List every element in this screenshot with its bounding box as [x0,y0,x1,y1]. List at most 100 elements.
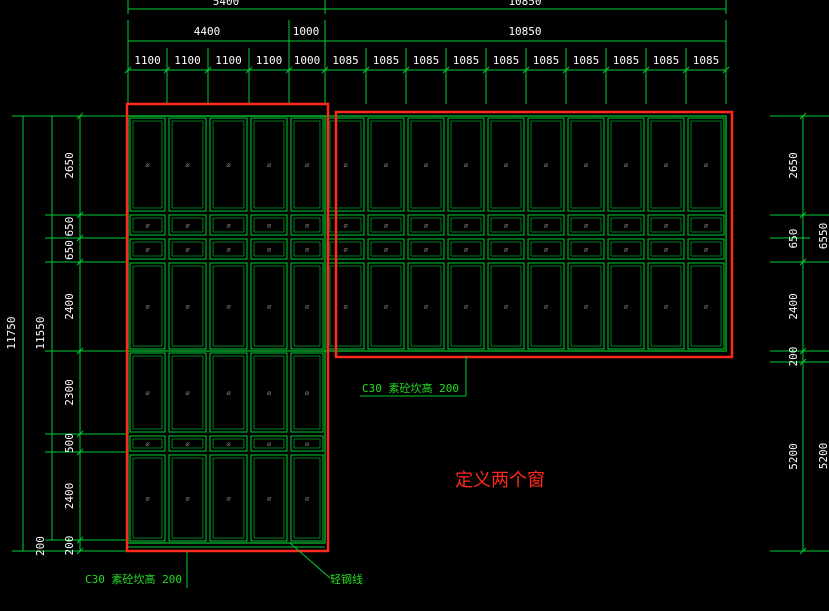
window-panel[interactable] [607,117,645,212]
window-panel[interactable] [407,214,445,236]
window-panel[interactable] [487,238,525,260]
glass-mark: ⌀ [305,222,309,230]
window-panel[interactable] [567,117,605,212]
window-glass [370,241,402,257]
window-panel[interactable] [209,238,248,260]
window-panel[interactable] [367,214,405,236]
window-glass [329,217,362,233]
window-glass [132,438,163,449]
window-panel[interactable] [290,238,324,260]
window-panel[interactable] [367,117,405,212]
window-panel[interactable] [290,262,324,350]
window-panel[interactable] [129,214,166,236]
window-panel[interactable] [209,352,248,433]
window-panel[interactable] [168,238,207,260]
window-panel[interactable] [250,352,288,433]
window-panel[interactable] [209,454,248,542]
window-panel[interactable] [168,262,207,350]
window-panel[interactable] [250,117,288,212]
glass-mark: ⌀ [384,303,388,311]
window-panel[interactable] [290,214,324,236]
window-panel[interactable] [567,214,605,236]
window-panel[interactable] [290,454,324,542]
glass-mark: ⌀ [424,162,428,170]
window-glass [253,120,285,209]
window-panel[interactable] [209,117,248,212]
window-panel[interactable] [129,454,166,542]
glass-mark: ⌀ [145,222,149,230]
window-panel[interactable] [607,262,645,350]
window-panel[interactable] [250,262,288,350]
window-panel[interactable] [567,238,605,260]
top-col-width-14: 1085 [653,54,680,67]
window-panel[interactable] [687,117,725,212]
window-panel[interactable] [527,238,565,260]
window-panel[interactable] [607,238,645,260]
window-glass [530,120,562,209]
window-panel[interactable] [567,262,605,350]
window-panel[interactable] [607,214,645,236]
window-panel[interactable] [250,214,288,236]
highlight-box-window-left[interactable] [125,102,330,553]
top-col-width-5: 1000 [294,54,321,67]
window-panel[interactable] [447,262,485,350]
window-panel[interactable] [290,435,324,452]
window-panel[interactable] [168,214,207,236]
highlight-box-window-right[interactable] [334,110,734,359]
window-panel[interactable] [647,238,685,260]
window-panel[interactable] [447,238,485,260]
window-panel[interactable] [687,214,725,236]
window-panel[interactable] [487,214,525,236]
window-panel[interactable] [250,454,288,542]
right-outer-dim-5200: 5200 [817,443,829,470]
window-glass [410,120,442,209]
window-panel[interactable] [527,262,565,350]
window-panel[interactable] [647,262,685,350]
glass-mark: ⌀ [664,222,668,230]
window-panel[interactable] [168,454,207,542]
window-panel[interactable] [209,214,248,236]
window-panel[interactable] [168,435,207,452]
window-panel[interactable] [407,262,445,350]
window-panel[interactable] [209,262,248,350]
window-panel[interactable] [487,117,525,212]
window-panel[interactable] [250,238,288,260]
window-panel[interactable] [290,117,324,212]
window-panel[interactable] [647,117,685,212]
window-panel[interactable] [527,117,565,212]
window-panel[interactable] [647,214,685,236]
window-panel[interactable] [129,352,166,433]
window-panel[interactable] [367,262,405,350]
left-seg-dim-5: 2300 [63,379,76,406]
glass-mark: ⌀ [504,303,508,311]
window-panel[interactable] [129,238,166,260]
window-panel[interactable] [129,435,166,452]
window-panel[interactable] [487,262,525,350]
window-panel[interactable] [447,117,485,212]
glass-mark: ⌀ [544,303,548,311]
window-panel[interactable] [447,214,485,236]
window-glass [530,265,562,347]
glass-mark: ⌀ [504,246,508,254]
window-glass [212,457,245,539]
window-panel[interactable] [407,117,445,212]
window-panel[interactable] [367,238,405,260]
window-panel[interactable] [168,352,207,433]
window-panel[interactable] [129,117,166,212]
window-panel[interactable] [407,238,445,260]
window-panel[interactable] [168,117,207,212]
window-glass [490,120,522,209]
window-panel[interactable] [687,238,725,260]
window-panel[interactable] [290,352,324,433]
window-glass [650,217,682,233]
window-panel[interactable] [250,435,288,452]
window-panel[interactable] [129,262,166,350]
window-glass [490,241,522,257]
curtain-wall-frames[interactable]: ⌀⌀⌀⌀⌀⌀⌀⌀⌀⌀⌀⌀⌀⌀⌀⌀⌀⌀⌀⌀⌀⌀⌀⌀⌀⌀⌀⌀⌀⌀⌀⌀⌀⌀⌀⌀⌀⌀⌀⌀… [127,115,727,552]
window-panel[interactable] [527,214,565,236]
window-panel[interactable] [209,435,248,452]
left-seg-dim-8: 200 [63,536,76,556]
window-panel[interactable] [687,262,725,350]
glass-mark: ⌀ [544,246,548,254]
